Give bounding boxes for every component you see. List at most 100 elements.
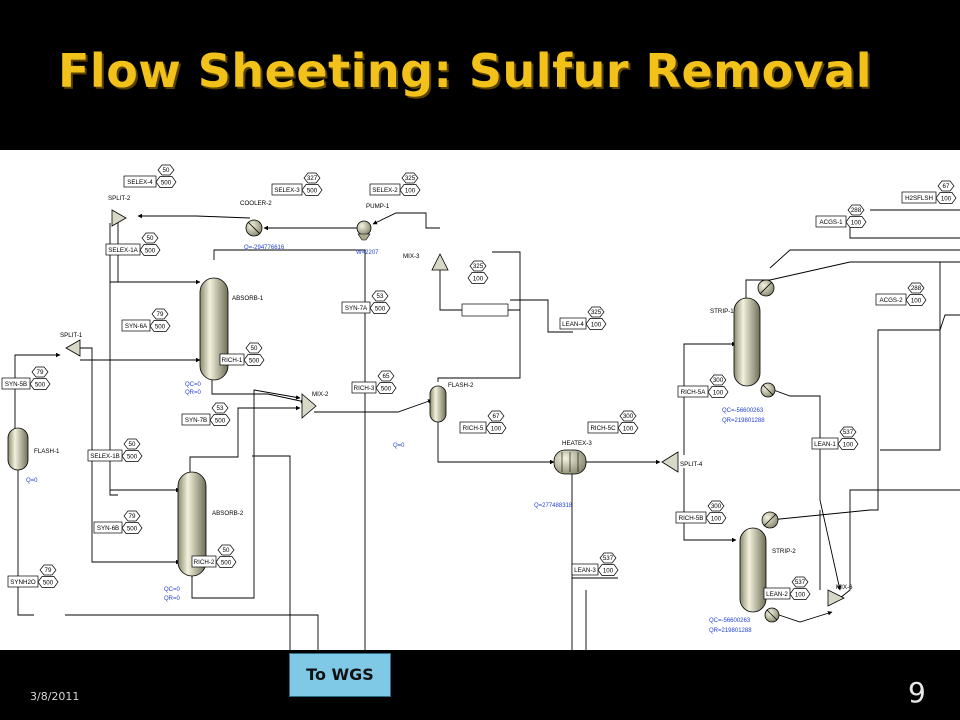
stream-tag-rich5c: 300 100 RICH-5C: [587, 410, 639, 434]
stream-label-box: [875, 293, 907, 306]
stream-temp: 300: [623, 413, 634, 420]
line-right-edge: [880, 262, 941, 451]
stream-label: SELEX-2: [372, 187, 398, 194]
absorb1-qr: QR=0: [185, 390, 202, 396]
stream-label-box: [675, 511, 707, 524]
mix6-block: MIX-6: [827, 584, 853, 607]
stream-temp-box: [709, 374, 727, 386]
split1-label: SPLIT-1: [60, 332, 83, 339]
heatex3-duty: Q=277488318: [534, 503, 573, 509]
line-to-wgs: [252, 455, 291, 650]
stream-pressure: 500: [127, 525, 138, 532]
stream-label: SELEX-1B: [90, 453, 120, 460]
absorb1-label: ABSORB-1: [232, 295, 264, 302]
stream-temp: 65: [383, 373, 390, 380]
stream-label-box: [459, 421, 487, 434]
stream-label: SYN-6B: [97, 525, 119, 532]
line-lean4: [510, 299, 573, 333]
mix2-block: MIX-2: [301, 391, 329, 419]
stream-temp: 300: [711, 503, 722, 510]
stream-temp-box: [157, 164, 175, 176]
mix3-label: MIX-3: [403, 253, 420, 260]
strip1-qc: QC=-56600263: [722, 408, 764, 414]
pump1-label: PUMP-1: [366, 203, 390, 210]
absorb2-qr: QR=0: [164, 596, 181, 602]
absorb1-qc: QC=0: [185, 382, 202, 388]
stream-temp: 79: [37, 369, 44, 376]
slide-number: 9: [908, 676, 926, 709]
stream-temp-box: [245, 342, 263, 354]
stream-pressure: 100: [603, 567, 614, 574]
line-syn7b: [189, 405, 301, 472]
absorb2-block: ABSORB-2 QC=0 QR=0: [164, 471, 244, 602]
stream-temp: 53: [217, 405, 224, 412]
stream-pressure: 100: [911, 297, 922, 304]
stream-temp: 79: [157, 311, 164, 318]
stream-tag-rich3: 65 500 RICH-3: [351, 370, 397, 394]
cooler2-duty: Q=-294776616: [244, 245, 285, 251]
line-flash2-top: [437, 251, 521, 382]
stream-pressure: 500: [307, 187, 318, 194]
absorb1-block: ABSORB-1 QC=0 QR=0: [185, 277, 264, 396]
stream-label: SYN-6A: [125, 323, 148, 330]
stream-temp-box: [907, 282, 925, 294]
stream-label: SELEX-1A: [108, 247, 138, 254]
mix6-label: MIX-6: [836, 584, 853, 591]
stream-temp: 79: [45, 567, 52, 574]
line-rich2: [191, 389, 301, 599]
stream-label: RICH-3: [354, 385, 375, 392]
stream-pressure: 100: [623, 425, 634, 432]
stream-pressure: 500: [381, 385, 392, 392]
stream-pressure: 100: [713, 389, 724, 396]
stream-label: RICH-1: [222, 357, 243, 364]
stream-temp-box: [619, 410, 637, 422]
line-split4-down: [683, 468, 737, 543]
stream-pressure: 100: [591, 321, 602, 328]
strip1-block: STRIP-1 QC=-56600263 QR=219801288: [710, 279, 776, 424]
stream-temp-box: [377, 370, 395, 382]
strip2-block: STRIP-2 QC=-56600263 QR=219801288: [709, 511, 796, 634]
pump1-duty: W=2207: [356, 250, 379, 256]
line-synh2o: [65, 614, 319, 650]
stream-label-box: [811, 437, 839, 450]
stream-label: SYNH2O: [10, 579, 36, 586]
stream-label-box: [559, 317, 587, 330]
stream-label: LEAN-2: [766, 591, 788, 598]
mix3-block: MIX-3: [403, 253, 449, 271]
stream-temp-box: [839, 426, 857, 438]
stream-tags: 50500SELEX-4327500SELEX-3325100SELEX-250…: [1, 164, 957, 600]
flash2-duty: Q=0: [393, 443, 405, 449]
stream-temp: 50: [251, 345, 258, 352]
stream-pressure: 500: [145, 247, 156, 254]
split1-block: SPLIT-1: [60, 332, 83, 357]
stream-label: SELEX-3: [274, 187, 300, 194]
flash2-block: FLASH-2 Q=0: [393, 382, 474, 449]
flash1-block: FLASH-1 Q=0: [7, 427, 60, 484]
mix3-outlet-box: [461, 303, 509, 317]
stream-temp-box: [937, 180, 955, 192]
stream-label-box: [7, 575, 39, 588]
flash1-label: FLASH-1: [34, 448, 60, 455]
pump1-block: PUMP-1 W=2207: [356, 203, 390, 256]
strip1-qr: QR=219801288: [722, 418, 765, 424]
stream-label: RICH-2: [194, 559, 215, 566]
stream-temp: 537: [795, 579, 806, 586]
stream-temp: 537: [603, 555, 614, 562]
stream-pressure: 100: [491, 425, 502, 432]
stream-label-box: [351, 381, 377, 394]
stream-label: RICH-5C: [590, 425, 616, 432]
stream-label-box: [191, 555, 217, 568]
line-flash1-bottom: [17, 468, 34, 616]
split4-block: SPLIT-4: [661, 451, 703, 473]
